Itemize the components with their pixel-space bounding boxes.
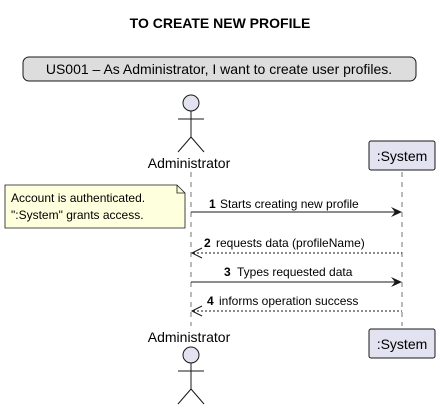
legend-box [22,56,417,82]
stick-figure-icon [177,94,205,153]
legend: US001 – As Administrator, I want to crea… [22,56,417,82]
message-2-number: 2 [204,236,211,250]
note-line-2: ":System" grants access. [11,208,144,222]
message-2-arrowhead [190,247,203,259]
actor-administrator-top: Administrator [148,94,231,171]
message-4-label: informs operation success [219,294,358,308]
actor-administrator-bottom: Administrator [148,329,231,405]
message-3-label: Types requested data [237,265,353,279]
message-1-arrowhead [391,207,402,217]
message-2-label: requests data (profileName) [216,236,365,250]
participant-label-bottom: :System [377,336,428,352]
message-3-number: 3 [224,265,231,279]
diagram-title: TO CREATE NEW PROFILE [130,15,311,31]
participant-system-bottom: :System [368,328,436,359]
message-4-arrowhead [190,305,203,317]
actor-label-bottom: Administrator [148,329,231,345]
note-shape [4,184,186,229]
message-4-number: 4 [207,294,214,308]
legend-text: US001 – As Administrator, I want to crea… [46,61,392,77]
participant-label-top: :System [377,148,428,164]
message-1: 1 Starts creating new profile [191,197,402,217]
message-3-arrowhead [391,277,402,287]
stick-figure-icon [177,346,205,405]
message-1-number: 1 [209,197,216,211]
message-2: 2 requests data (profileName) [190,236,402,259]
note-line-1: Account is authenticated. [11,191,145,205]
message-3: 3 Types requested data [191,265,402,287]
actor-label-top: Administrator [148,155,231,171]
participant-system-top: :System [368,140,436,171]
participant-box-bottom [368,328,436,359]
message-1-label: Starts creating new profile [220,197,359,211]
participant-box-top [368,140,436,171]
note-fold [176,185,185,194]
note: Account is authenticated. ":System" gran… [4,184,186,229]
message-4: 4 informs operation success [190,294,402,317]
